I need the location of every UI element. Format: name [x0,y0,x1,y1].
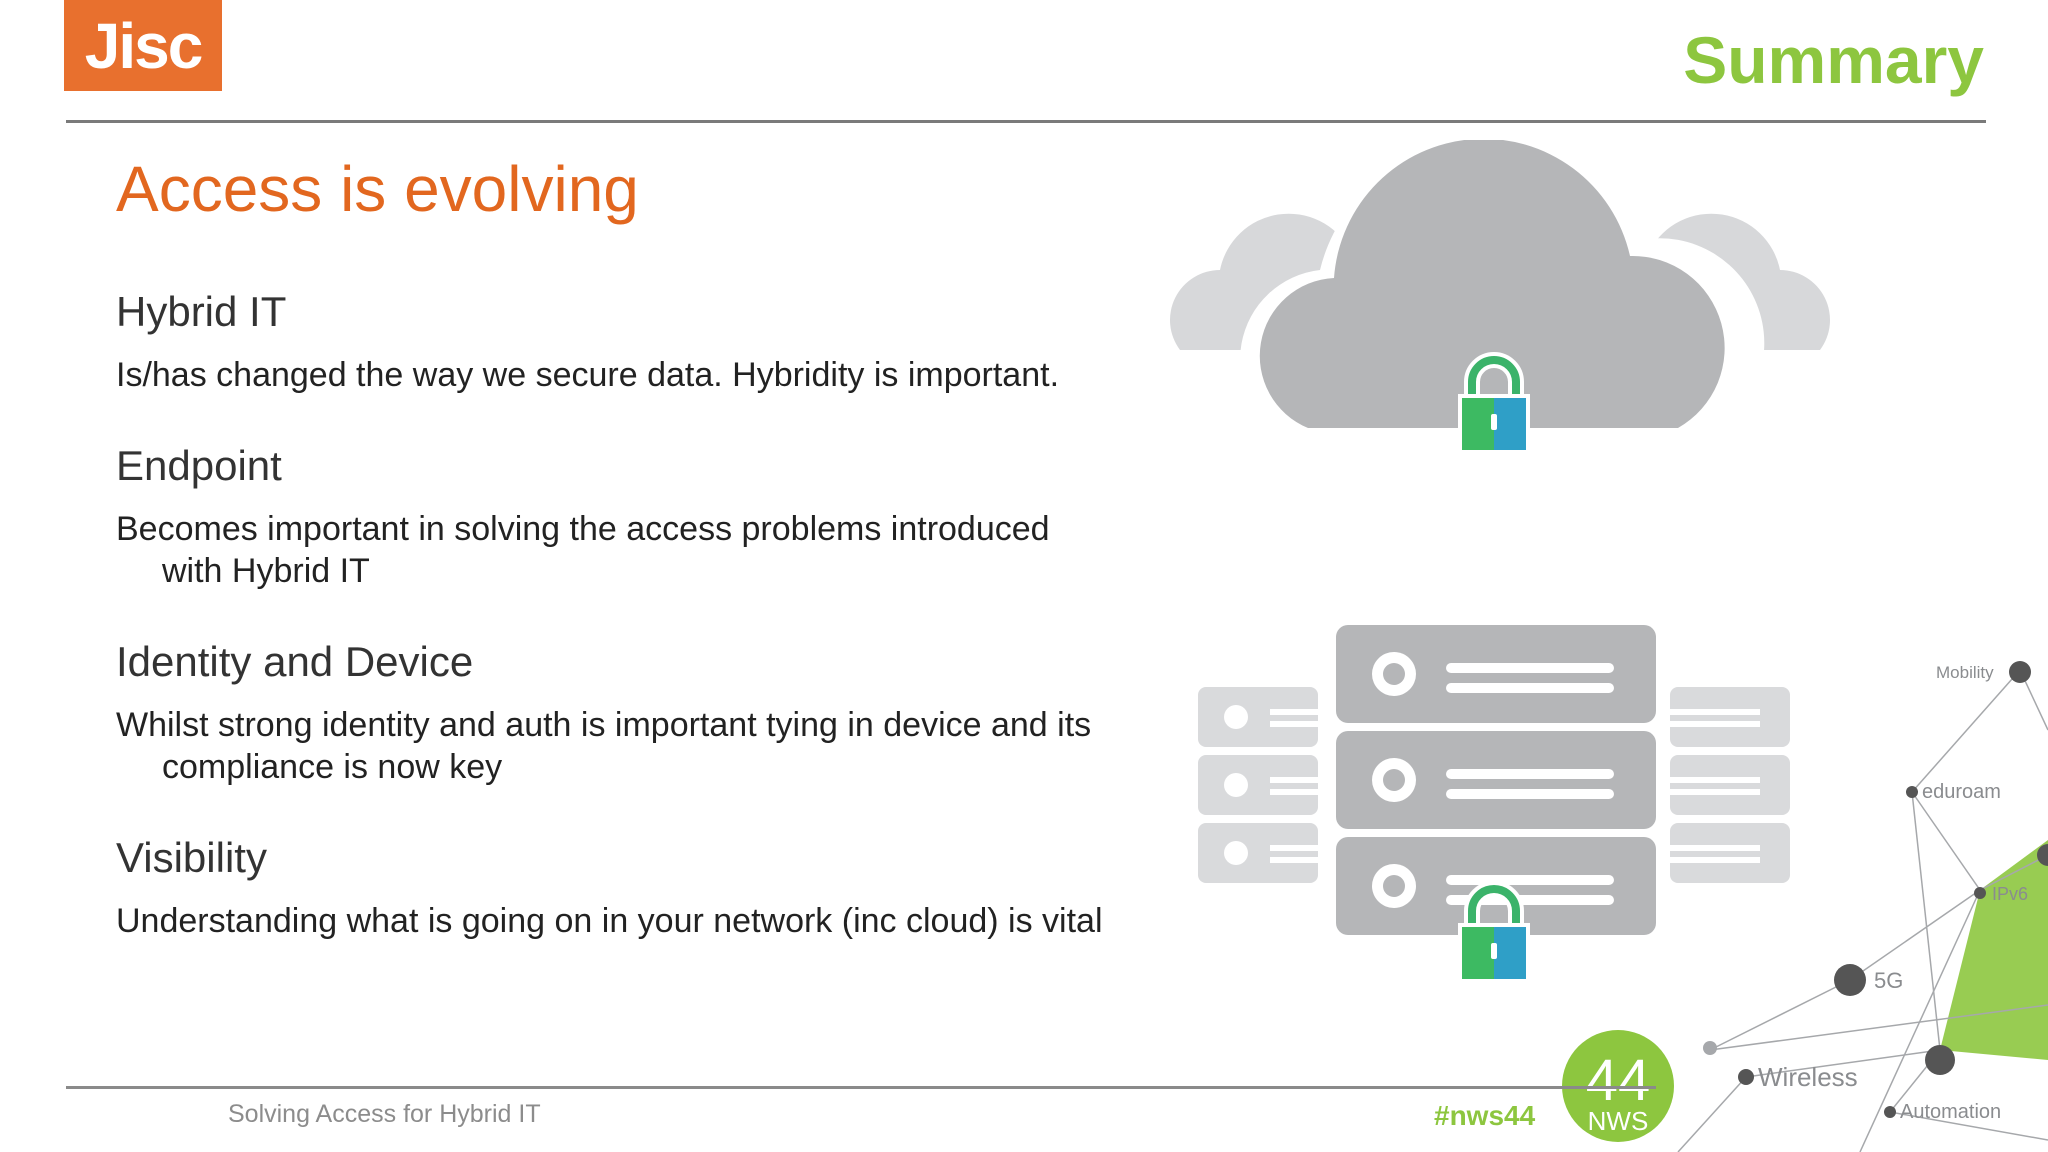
section-endpoint: Endpoint Becomes important in solving th… [116,442,1116,592]
cloud-lock-icon [1170,140,1830,454]
summary-heading: Summary [1683,23,1984,97]
section-body: Is/has changed the way we secure data. H… [116,356,1060,394]
section-body: Becomes important in solving the access … [116,510,1050,590]
network-label-wireless: Wireless [1758,1062,1858,1092]
network-label-ipv6: IPv6 [1992,884,2028,904]
jisc-logo: Jisc [64,0,222,91]
content-sections: Hybrid IT Is/has changed the way we secu… [116,288,1116,988]
section-identity-device: Identity and Device Whilst strong identi… [116,638,1116,788]
network-label-automation: Automation [1900,1101,2001,1123]
section-heading: Endpoint [116,442,282,489]
network-label-5g: 5G [1874,968,1903,993]
footer-text: Solving Access for Hybrid IT [228,1100,541,1128]
hashtag-text: #nws44 [1434,1100,1536,1131]
section-body: Whilst strong identity and auth is impor… [116,706,1092,786]
section-visibility: Visibility Understanding what is going o… [116,834,1116,942]
top-divider [66,120,1986,123]
badge-text: NWS [1588,1106,1649,1136]
logo-text: Jisc [84,9,204,82]
network-graphic: Mobility eduroam IPv6 5G Wireless Automa… [1562,661,2048,1152]
bottom-divider [66,1086,1656,1089]
slide-title: Access is evolving [116,153,639,225]
padlock-icon [1458,352,1530,454]
section-heading: Visibility [116,834,267,881]
section-heading: Identity and Device [116,638,474,685]
network-label-mobility: Mobility [1936,663,1994,682]
badge-number: 44 [1586,1048,1651,1113]
padlock-icon [1458,881,1530,983]
section-hybrid-it: Hybrid IT Is/has changed the way we secu… [116,288,1116,396]
section-body: Understanding what is going on in your n… [116,902,1103,940]
network-label-eduroam: eduroam [1922,781,2001,803]
section-heading: Hybrid IT [116,288,287,335]
server-lock-icon [1198,615,1790,983]
